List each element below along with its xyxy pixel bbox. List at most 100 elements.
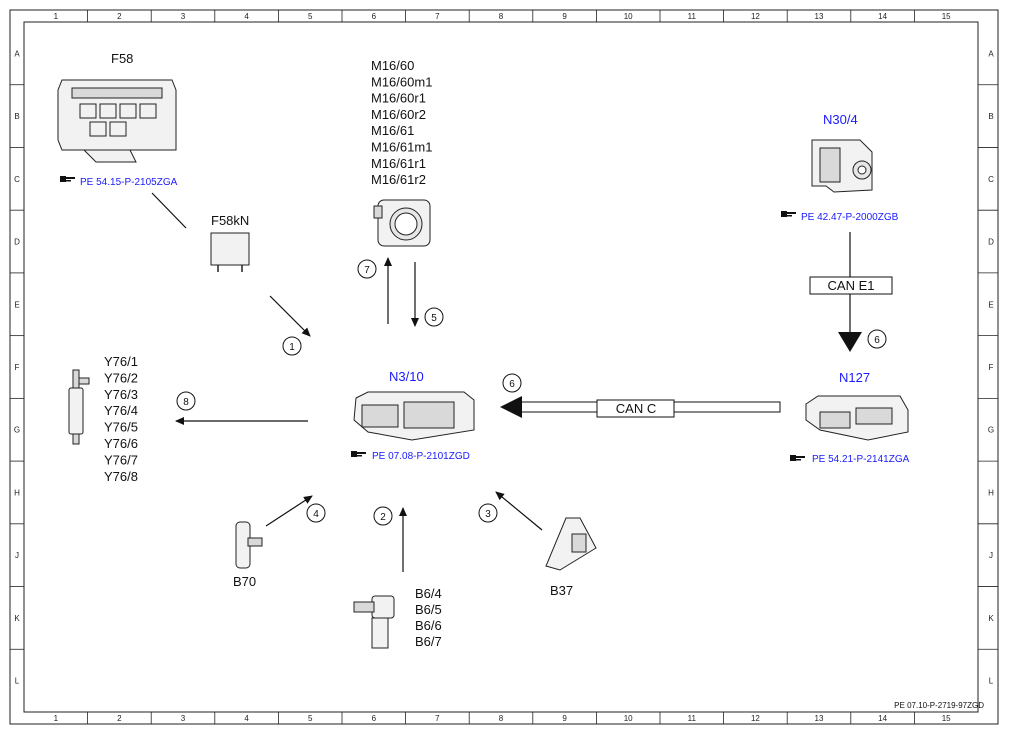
grid-reference-label: F: [989, 363, 994, 372]
n127-label: N127: [839, 370, 870, 385]
component-label: M16/60: [371, 58, 414, 73]
signal-marker: 8: [176, 391, 196, 411]
signal-number: 5: [431, 313, 437, 324]
component-label: Y76/3: [104, 387, 138, 402]
component-label: M16/61: [371, 123, 414, 138]
signal-number: 4: [313, 509, 319, 520]
grid-reference-label: A: [988, 49, 994, 58]
grid-reference-label: 7: [435, 714, 440, 723]
component-label: M16/60r2: [371, 107, 426, 122]
grid-reference-label: 12: [751, 12, 760, 21]
component-label: M16/60m1: [371, 74, 432, 89]
grid-reference-label: D: [14, 238, 20, 247]
grid-reference-label: E: [14, 300, 19, 309]
grid-reference-label: 14: [878, 714, 887, 723]
component-label: Y76/7: [104, 452, 138, 467]
f58-connection-line: [151, 192, 187, 229]
can-e1-bus: CAN E1: [809, 232, 893, 352]
grid-reference-label: C: [988, 175, 994, 184]
grid-reference-label: L: [15, 677, 20, 686]
grid-reference-label: 2: [117, 714, 122, 723]
signal-marker: 6: [502, 373, 522, 393]
grid-reference-label: E: [988, 300, 993, 309]
grid-reference-label: H: [14, 488, 20, 497]
signal-number-markers: 1 2 3 4 5 6 6 7 8: [176, 259, 887, 526]
component-label: M16/61r2: [371, 172, 426, 187]
grid-reference-label: 10: [624, 714, 633, 723]
grid-reference-label: 7: [435, 12, 440, 21]
grid-reference-label: 1: [54, 714, 59, 723]
grid-reference-label: 6: [372, 714, 377, 723]
grid-reference-label: A: [14, 49, 20, 58]
n30-4-reference-link[interactable]: PE 42.47-P-2000ZGB: [801, 212, 899, 223]
signal-marker: 6: [867, 329, 887, 349]
component-label: Y76/4: [104, 403, 138, 418]
can-c-label: CAN C: [616, 401, 656, 416]
n3-10-reference-link[interactable]: PE 07.08-P-2101ZGD: [372, 451, 470, 462]
component-label: Y76/5: [104, 420, 138, 435]
signal-marker: 5: [424, 307, 444, 327]
signal-arrow-3: [495, 491, 543, 531]
b37-label: B37: [550, 583, 573, 598]
grid-reference-label: 5: [308, 12, 313, 21]
grid-reference-label: 14: [878, 12, 887, 21]
grid-reference-label: L: [989, 677, 994, 686]
grid-reference-label: 13: [815, 714, 824, 723]
f58-fuse-box: F58 PE 54.15-P-2105ZGA: [57, 51, 178, 188]
signal-marker: 7: [357, 259, 377, 279]
component-label: B6/4: [415, 586, 442, 601]
grid-reference-label: 1: [54, 12, 59, 21]
signal-number: 8: [183, 397, 189, 408]
component-label: Y76/6: [104, 436, 138, 451]
f58-label: F58: [111, 51, 133, 66]
signal-marker: 4: [306, 503, 326, 523]
component-label: M16/61r1: [371, 156, 426, 171]
signal-number: 2: [380, 512, 386, 523]
grid-reference-label: H: [988, 488, 994, 497]
f58-reference-link[interactable]: PE 54.15-P-2105ZGA: [80, 177, 178, 188]
component-label: B6/7: [415, 634, 442, 649]
signal-number: 1: [289, 342, 295, 353]
component-label: B6/5: [415, 602, 442, 617]
grid-reference-label: 15: [942, 12, 951, 21]
b70-label: B70: [233, 574, 256, 589]
signal-arrow-1: [269, 295, 311, 337]
component-label: Y76/8: [104, 469, 138, 484]
grid-reference-label: 11: [688, 12, 697, 21]
n3-10-engine-control-unit: N3/10 PE 07.08-P-2101ZGD: [351, 369, 475, 462]
signal-marker: 1: [282, 336, 302, 356]
grid-reference-label: 3: [181, 12, 186, 21]
document-reference: PE 07.10-P-2719-97ZGD: [894, 701, 984, 710]
component-label: M16/61m1: [371, 140, 432, 155]
pointing-hand-icon: [790, 455, 805, 461]
grid-reference-label: C: [14, 175, 20, 184]
n127-reference-link[interactable]: PE 54.21-P-2141ZGA: [812, 454, 910, 465]
grid-reference-label: 10: [624, 12, 633, 21]
component-label: Y76/2: [104, 370, 138, 385]
grid-reference-label: 4: [244, 12, 249, 21]
signal-number: 6: [874, 335, 880, 346]
grid-reference-label: K: [988, 614, 994, 623]
signal-number: 6: [509, 379, 515, 390]
signal-number: 7: [364, 265, 370, 276]
grid-reference-label: 8: [499, 12, 504, 21]
grid-reference-label: 6: [372, 12, 377, 21]
n3-10-label: N3/10: [389, 369, 424, 384]
grid-reference-label: 4: [244, 714, 249, 723]
grid-reference-label: 15: [942, 714, 951, 723]
component-label: Y76/1: [104, 354, 138, 369]
signal-arrows: [175, 257, 543, 572]
grid-reference-label: B: [14, 112, 19, 121]
n30-4-label: N30/4: [823, 112, 858, 127]
signal-number: 3: [485, 509, 491, 520]
grid-reference-label: J: [989, 551, 993, 560]
grid-reference-label: B: [988, 112, 993, 121]
grid-reference-label: D: [988, 238, 994, 247]
b37-accelerator-pedal-sensor: B37: [545, 517, 597, 598]
component-label: M16/60r1: [371, 91, 426, 106]
